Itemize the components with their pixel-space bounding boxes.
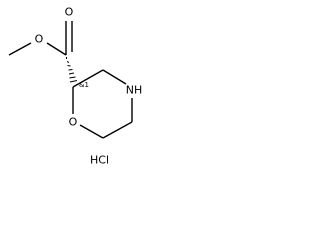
- ester-oxygen-label: O: [35, 33, 44, 46]
- bond-c5-c6: [102, 121, 133, 139]
- bond-methyl-ester-oxygen: [8, 42, 32, 56]
- ring-nitrogen-label: NH: [126, 84, 143, 97]
- hashed-wedge-bond: [66, 57, 78, 83]
- bond-ester-oxygen-carbonyl: [46, 42, 67, 56]
- bond-c3-n4: [102, 69, 127, 85]
- stereo-descriptor-label: &1: [79, 81, 89, 89]
- carbonyl-oxygen-label: O: [65, 6, 74, 19]
- salt-label: HCl: [90, 154, 109, 167]
- bond-c6-o1: [79, 124, 104, 139]
- ring-oxygen-label: O: [69, 116, 78, 129]
- bond-c2-c3: [72, 69, 104, 88]
- chemical-structure: O O NH O &1 HCl: [8, 6, 143, 167]
